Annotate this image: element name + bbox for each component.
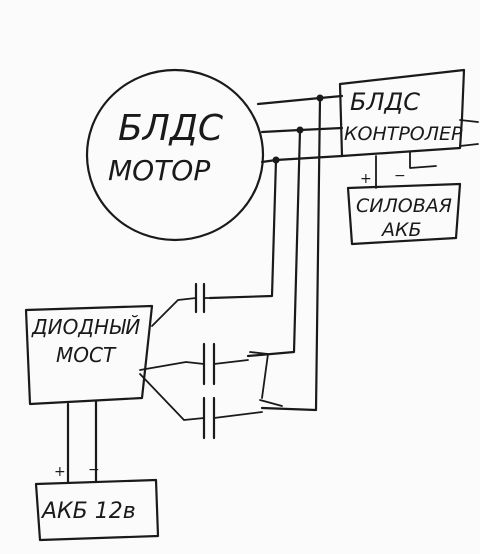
tap-line-c [208, 158, 278, 300]
power-battery-plus: + [360, 171, 372, 187]
controller-box [338, 68, 466, 158]
capacitor-3-lead [139, 373, 263, 421]
capacitor-3-switch [259, 399, 283, 407]
power-battery-minus: − [394, 168, 406, 184]
controller-label-line2: КОНТРОЛЕР [344, 123, 463, 145]
battery-12v-plus: + [54, 464, 66, 480]
phase-wire-a [256, 94, 344, 106]
controller-out-top [459, 119, 479, 123]
power-battery-label-line2: АКБ [380, 219, 422, 241]
battery-minus-lead [409, 151, 437, 169]
motor-label-line2: МОТОР [108, 154, 210, 187]
battery-12v-minus: − [88, 462, 100, 478]
motor-label-line1: БЛДС [118, 108, 224, 149]
capacitor-2 [202, 342, 216, 386]
battery-12v-box [34, 478, 160, 542]
capacitor-1 [194, 282, 206, 314]
controller-out-bottom [459, 143, 479, 147]
tap-line-b [246, 128, 302, 358]
bldc-motor-circle [85, 68, 265, 242]
battery-12v-label: АКБ 12в [40, 499, 136, 524]
diode-bridge-box [24, 304, 154, 406]
capacitor-1-lead [151, 297, 211, 327]
capacitor-2-lead [139, 359, 249, 371]
capacitor-3 [202, 396, 216, 440]
tap-line-a [260, 96, 322, 412]
diode-bridge-label-line2: МОСТ [56, 343, 117, 367]
bridge-to-battery-leads [66, 400, 98, 484]
capacitor-2-switch [249, 351, 269, 399]
power-battery-box [346, 182, 462, 246]
power-battery-label-line1: СИЛОВАЯ [356, 195, 452, 217]
controller-label-line1: БЛДС [350, 88, 420, 116]
diode-bridge-label-line1: ДИОДНЫЙ [31, 315, 140, 339]
